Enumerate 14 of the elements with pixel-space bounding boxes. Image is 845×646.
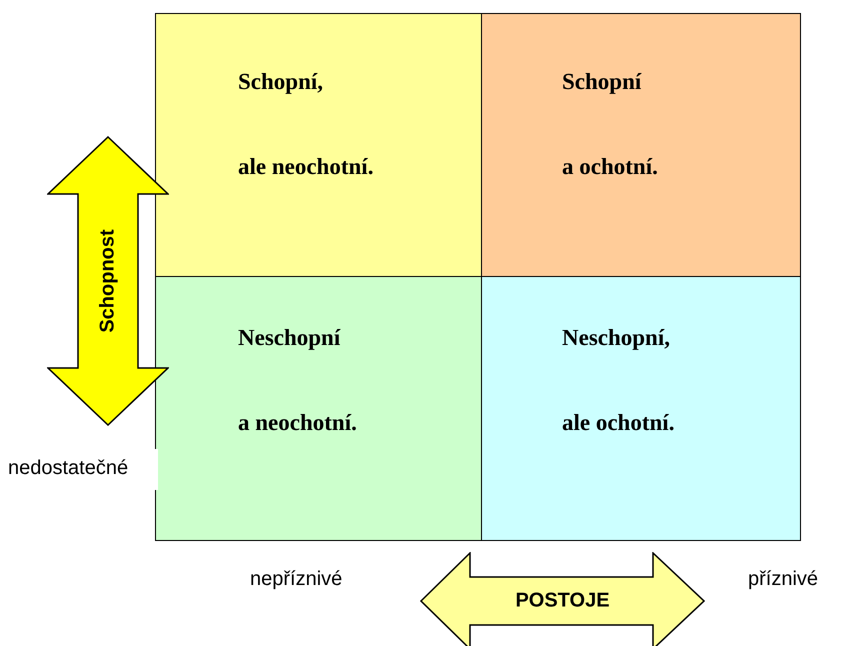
quadrant-label: Neschopní a neochotní. xyxy=(238,324,357,437)
double-arrow-shape xyxy=(47,136,169,426)
quadrant-cell xyxy=(481,276,801,541)
quadrant-cell xyxy=(155,13,482,277)
axis-end-label: příznivé xyxy=(748,568,818,591)
axis-title: Schopnost xyxy=(96,229,120,333)
quadrant-cell xyxy=(155,276,482,541)
quadrant-label: Neschopní, ale ochotní. xyxy=(562,324,674,437)
quadrant-label: Schopní, ale neochotní. xyxy=(238,68,374,181)
axis-end-label: nepříznivé xyxy=(250,568,342,591)
quadrant-cell xyxy=(481,13,801,277)
axis-title: POSTOJE xyxy=(515,590,610,612)
quadrant-label: Schopní a ochotní. xyxy=(562,68,658,181)
double-arrow-shape xyxy=(420,552,705,646)
